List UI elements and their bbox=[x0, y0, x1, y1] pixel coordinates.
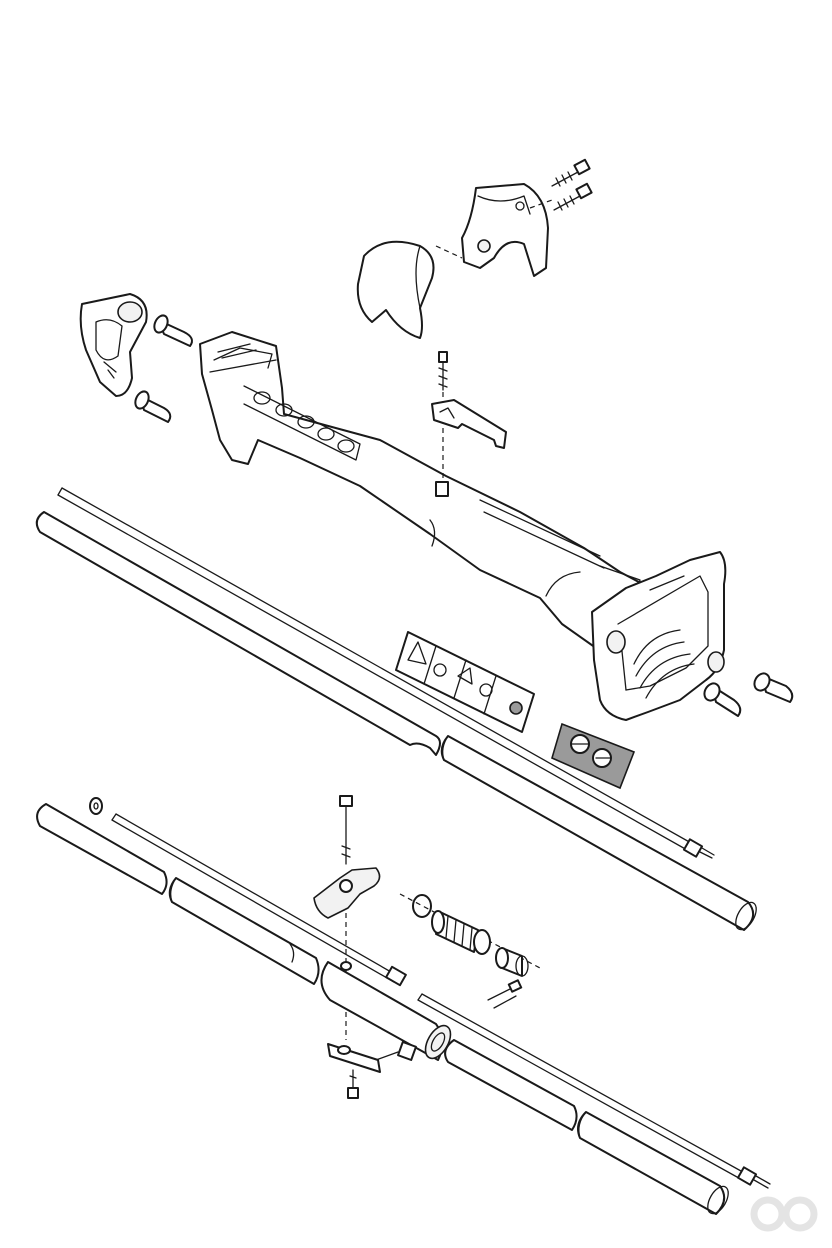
handle-clamp-shell bbox=[461, 183, 549, 277]
lower-drive-shaft bbox=[111, 813, 407, 987]
watermark-logo-icon bbox=[750, 1196, 818, 1232]
bearing-sleeve bbox=[431, 910, 491, 955]
coupler-bolt bbox=[339, 795, 353, 865]
coupler-clamp-plate bbox=[327, 1043, 381, 1073]
lower-shaft-tube bbox=[36, 803, 320, 985]
main-housing bbox=[199, 331, 651, 649]
o-ring bbox=[412, 894, 432, 918]
bushing bbox=[495, 947, 529, 977]
bumper-plug-upper bbox=[153, 314, 193, 347]
coupler-nut bbox=[347, 1069, 359, 1099]
washer bbox=[89, 797, 103, 815]
grip-leader-line bbox=[435, 245, 463, 259]
coupler-tube bbox=[320, 961, 452, 1061]
rear-handle-bracket bbox=[79, 293, 148, 397]
throttle-mount-screw bbox=[438, 351, 448, 391]
bumper-plug-lower bbox=[134, 390, 172, 423]
mount-bumper-front bbox=[703, 682, 742, 717]
handle-clamp-screw-upper bbox=[551, 158, 591, 187]
upper-drive-shaft bbox=[57, 487, 715, 859]
grip-cover bbox=[356, 240, 435, 339]
coupler-screws bbox=[487, 979, 523, 1009]
throttle-mount-clip bbox=[431, 399, 507, 449]
warning-label bbox=[395, 631, 535, 733]
wing-knob bbox=[313, 867, 381, 919]
symbol-label bbox=[551, 722, 636, 790]
throttle-clip-receiver bbox=[435, 481, 449, 497]
mount-bumper-rear bbox=[753, 672, 794, 703]
upper-shaft-tube bbox=[35, 511, 757, 931]
screw-leader-line bbox=[529, 199, 553, 209]
engine-mount-housing bbox=[591, 551, 727, 721]
extension-drive-shaft bbox=[417, 993, 771, 1189]
extension-shaft-tube bbox=[444, 1039, 729, 1215]
handle-clamp-screw-lower bbox=[553, 182, 593, 211]
